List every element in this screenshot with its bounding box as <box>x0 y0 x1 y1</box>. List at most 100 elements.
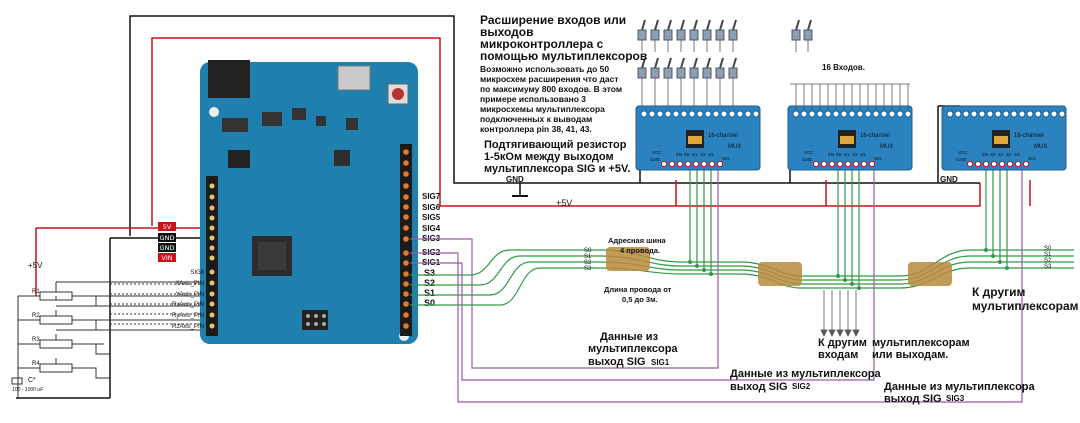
toggle-switch-icon <box>689 19 699 52</box>
cable-sleeve-1 <box>606 247 650 271</box>
sig-labels: SIG7 SIG6 SIG5 SIG4 SIG3 SIG2 SIG1 S3 S2… <box>422 192 441 308</box>
black-gnd-wire-top <box>129 15 636 236</box>
mux3-pin-s0: S0 <box>990 152 996 157</box>
bus-left-s2: S2 <box>584 260 592 266</box>
mux2-pin-vcc: VCC <box>804 150 814 155</box>
analog-label-xaxis: XAxis_PIN <box>175 281 204 287</box>
mux2-pin-s2: S2 <box>852 152 858 157</box>
to-other-mux-line-1: К другим <box>972 285 1025 299</box>
bus-right-s2: S2 <box>1044 258 1052 264</box>
mux-board-3: 16-channel MUX VCC GND EN S0 S1 S2 S3 SI… <box>941 105 1067 171</box>
cable-sleeves <box>606 247 952 286</box>
input-stubs <box>790 83 910 110</box>
toggle-switch-icon <box>689 57 699 90</box>
data-sig1-line-3: выход SIG <box>588 356 646 368</box>
resistor-r2-label: R2 <box>32 313 40 319</box>
mux2-pin-s1: S1 <box>844 152 850 157</box>
mux3-pin-s1: S1 <box>998 152 1004 157</box>
mux2-chip-name: 16-channel <box>860 133 890 139</box>
toggle-switch-icon <box>637 19 647 52</box>
resistor-r3 <box>39 339 73 349</box>
toggle-switch-icon <box>715 19 725 52</box>
toggle-switch-icon <box>791 19 801 52</box>
capacitor-label: C* <box>28 377 36 384</box>
inputs-16-label: 16 Входов. <box>822 63 865 72</box>
mux1-pin-s2: S2 <box>700 152 706 157</box>
toggle-switch-icon <box>663 57 673 90</box>
icsp-header <box>302 310 328 330</box>
analog-label-ryaxis: RyAxis_PIN <box>172 313 204 319</box>
mux1-pin-s1: S1 <box>692 152 698 157</box>
description-line-5: микросхемы мультиплексора <box>480 104 605 114</box>
data-sig2-line-1: Данные из мультиплексора <box>730 368 882 380</box>
s3-label: S3 <box>424 268 435 278</box>
bus-left-s0: S0 <box>584 248 592 254</box>
data-sig1-pin: SIG1 <box>651 358 670 367</box>
data-sig2-pin: SIG2 <box>792 382 811 391</box>
data-sig1-caption: Данные из мультиплексора выход SIG SIG1 <box>588 331 678 368</box>
mux3-pin-s3: S3 <box>1014 152 1020 157</box>
title-line-4: помощью мультиплексоров <box>480 49 647 63</box>
mux1-pin-vcc: VCC <box>652 150 662 155</box>
toggle-switch-icon <box>728 57 738 90</box>
pin-tag-vin: VIN <box>161 254 172 262</box>
resistor-r4-label: R4 <box>32 361 40 367</box>
s0-label: S0 <box>424 298 435 308</box>
toggle-switch-icon <box>715 57 725 90</box>
to-other-mux-caption: К другим мультиплексорам <box>972 285 1079 313</box>
pin-tag-5v: 5V <box>163 223 172 231</box>
pin-tag-gnd-2: GND <box>160 244 175 252</box>
mux1-pin-en: EN <box>676 152 682 157</box>
description-line-6: подключенных к выводам <box>480 114 592 124</box>
description-line-3: по максимуму 800 входов. В этом <box>480 84 622 94</box>
toggle-switch-icon <box>676 19 686 52</box>
cable-sleeve-3 <box>908 262 952 286</box>
toggle-switches <box>637 19 813 110</box>
mux2-chip-sub: MUX <box>880 144 893 150</box>
data-sig3-line-1: Данные из мультиплексора <box>884 381 1036 393</box>
plus5v-top-label: +5V <box>556 198 572 208</box>
analog-label-yaxis: YAxis_PIN <box>176 292 204 298</box>
mux3-pin-sig: SIG <box>1028 156 1036 161</box>
bus-labels-left: S0 S1 S2 S3 <box>584 248 592 272</box>
s1-label: S1 <box>424 288 435 298</box>
mux3-pin-s2: S2 <box>1006 152 1012 157</box>
mux2-pin-sig: SIG <box>874 156 882 161</box>
description-line-1: Возможно использовать до 50 <box>480 64 609 74</box>
pullup-line-2: 1-5кОм между выходом <box>484 151 614 163</box>
mux1-chip-sub: MUX <box>728 144 741 150</box>
toggle-switch-icon <box>676 57 686 90</box>
pullup-line-3: мультиплексора SIG и +5V. <box>484 163 630 175</box>
gnd-label-right: GND <box>940 175 958 184</box>
reset-button[interactable] <box>392 88 404 100</box>
address-bus-caption: Адресная шина 4 провода. <box>608 236 667 255</box>
title-line-2: выходов <box>480 25 534 39</box>
sig7-label: SIG7 <box>422 192 441 201</box>
s2-label: S2 <box>424 278 435 288</box>
bus-labels-right: S0 S1 S2 S3 <box>1044 246 1052 270</box>
arduino-board <box>200 60 418 344</box>
pullup-note: Подтягивающий резистор 1-5кОм между выхо… <box>484 139 630 175</box>
mux1-chip-name: 16-channel <box>708 133 738 139</box>
description-block: Возможно использовать до 50 микросхем ра… <box>480 64 622 134</box>
toggle-switch-icon <box>650 19 660 52</box>
cable-sleeve-2 <box>758 262 802 286</box>
red-5v-wire-top <box>151 37 981 226</box>
toggle-switch-icon <box>650 57 660 90</box>
power-pin-tags: 5V GND GND VIN <box>158 222 176 262</box>
bus-left-s1: S1 <box>584 254 592 260</box>
sig4-label: SIG4 <box>422 224 441 233</box>
data-sig2-caption: Данные из мультиплексора выход SIG SIG2 <box>730 368 882 393</box>
to-other-mux-line-2: мультиплексорам <box>972 299 1079 313</box>
mux3-pin-gnd: GND <box>956 157 967 162</box>
mux3-chip-name: 16-channel <box>1014 133 1044 139</box>
dc-jack <box>208 60 250 98</box>
toggle-switch-icon <box>637 57 647 90</box>
bus-left-s3: S3 <box>584 266 592 272</box>
wire-length-line-1: Длина провода от <box>604 285 672 294</box>
mux1-pin-s0: S0 <box>684 152 690 157</box>
down-arrows <box>820 290 860 337</box>
bus-right-s3: S3 <box>1044 264 1052 270</box>
title-block: Расширение входов или выходов микроконтр… <box>480 13 647 63</box>
